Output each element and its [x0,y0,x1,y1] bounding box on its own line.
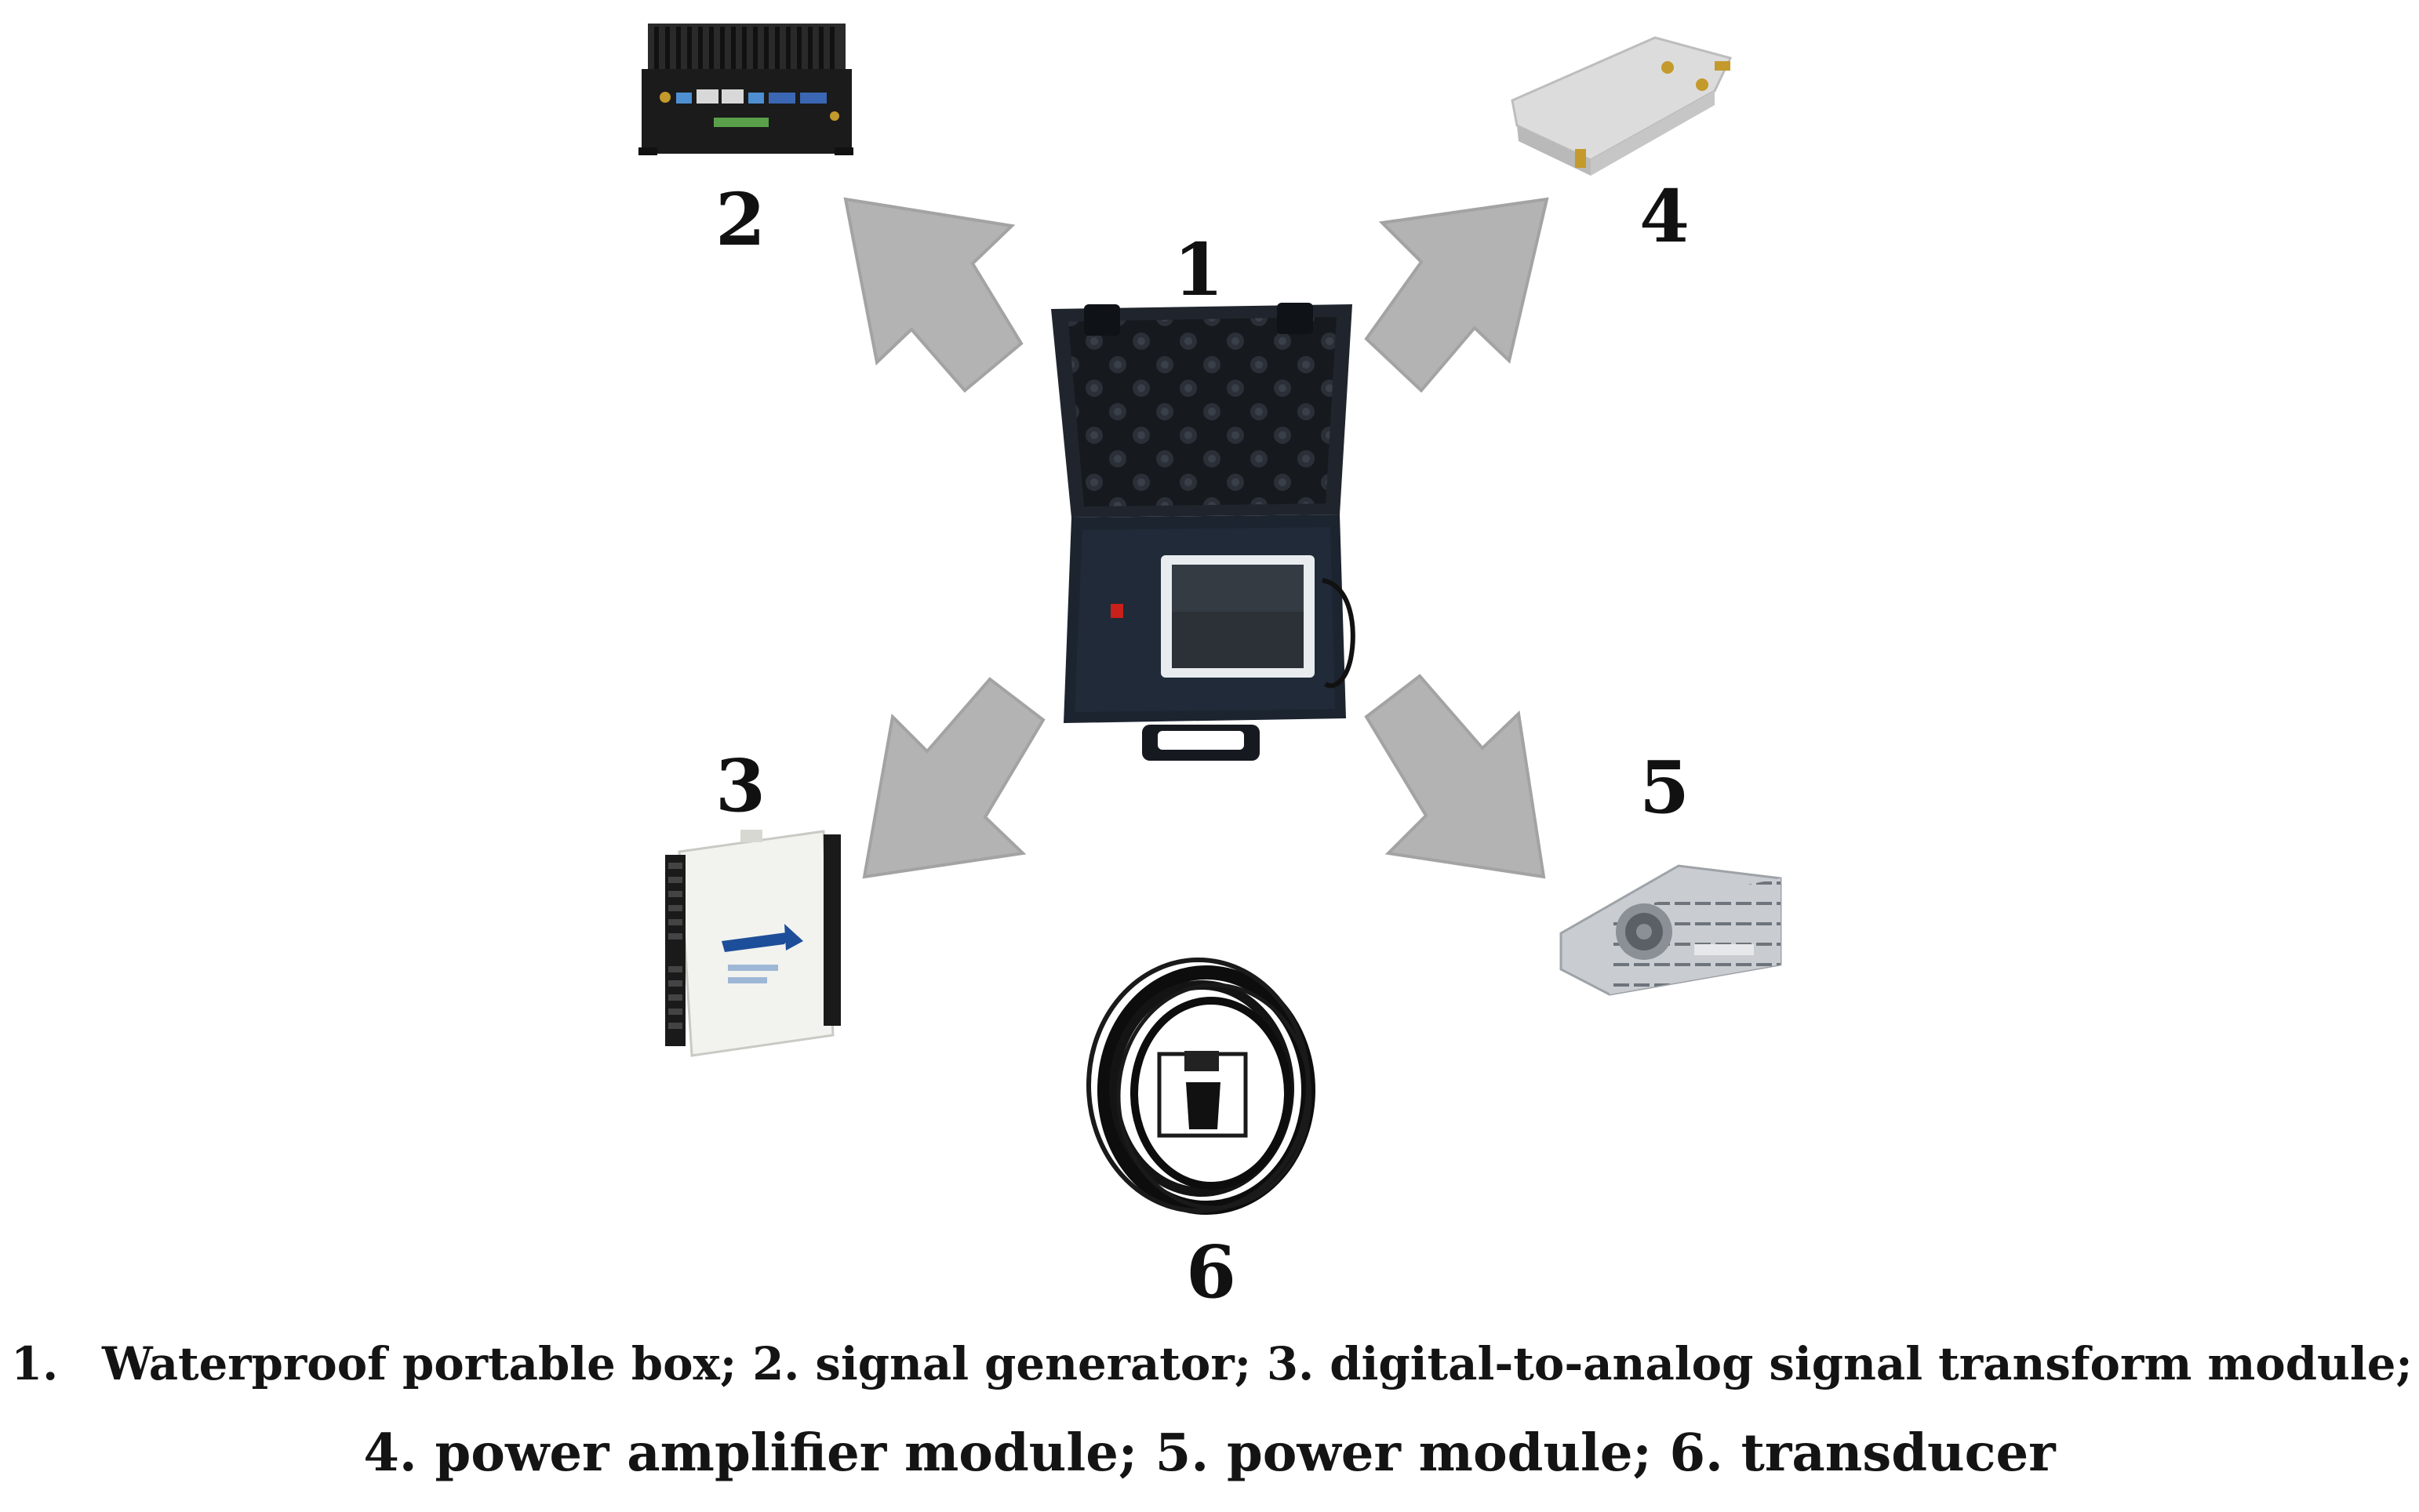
waterproof-case-icon [1051,303,1355,761]
label-2: 2 [715,177,766,262]
cable-coil-icon [1086,958,1315,1215]
label-6: 6 [1186,1230,1236,1314]
label-1: 1 [1173,227,1224,312]
arrow-to-amplifier [1364,197,1549,393]
daq-module-icon [665,830,841,1057]
power-supply-icon [1559,864,1782,996]
mini-pc-icon [638,24,853,155]
caption-line-2: 4. power amplifier module; 5. power modu… [363,1423,2056,1483]
arrow-to-power-module [1364,674,1546,879]
arrow-icon [1364,674,1546,879]
caption-index: 1. [11,1337,59,1390]
label-5: 5 [1639,745,1690,830]
label-3: 3 [715,743,766,828]
label-4: 4 [1639,174,1690,259]
arrow-icon [843,197,1024,393]
arrow-to-converter [862,677,1046,879]
arrow-icon [1364,197,1549,393]
caption-text: Waterproof portable box; 2. signal gener… [102,1337,2413,1390]
arrow-to-signal-generator [843,197,1024,393]
rf-amplifier-icon [1511,36,1733,176]
arrow-icon [862,677,1046,879]
